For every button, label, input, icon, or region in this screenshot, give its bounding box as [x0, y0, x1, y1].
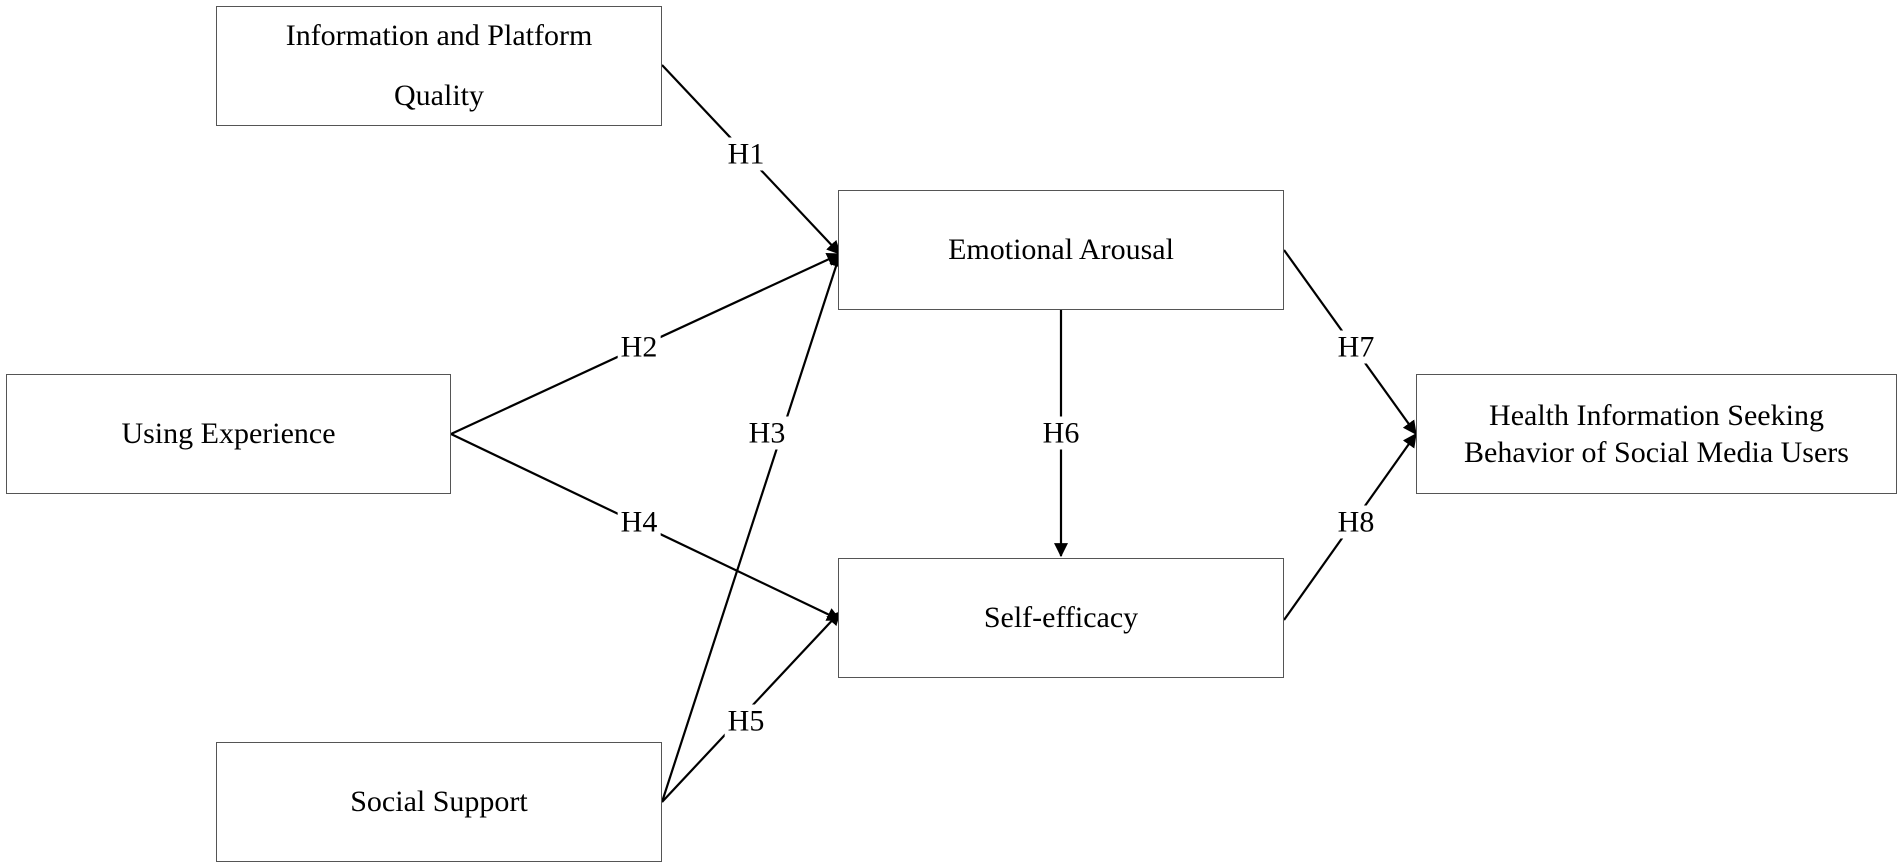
node-information-platform-quality: Information and Platform Quality — [216, 6, 662, 126]
edge-label-h5: H5 — [724, 704, 768, 738]
node-emotional-arousal: Emotional Arousal — [838, 190, 1284, 310]
edge-label-h6: H6 — [1039, 416, 1083, 450]
node-label-line: Social Support — [350, 785, 528, 819]
edge-label-h7: H7 — [1334, 330, 1378, 364]
node-label-line: Health Information Seeking — [1489, 398, 1824, 432]
node-label-line: Using Experience — [121, 417, 336, 451]
node-label-line: Emotional Arousal — [948, 233, 1174, 267]
arrow-h3 — [660, 252, 843, 803]
edge-label-h1: H1 — [724, 137, 768, 171]
node-using-experience: Using Experience — [6, 374, 451, 494]
edge-label-h2: H2 — [617, 330, 661, 364]
edge-label-h8: H8 — [1334, 505, 1378, 539]
node-label-line: Self-efficacy — [983, 601, 1139, 635]
node-social-support: Social Support — [216, 742, 662, 862]
node-label-line: Quality — [394, 79, 484, 112]
node-label-line: Information and Platform — [285, 19, 593, 52]
node-health-information-seeking-behavior: Health Information Seeking Behavior of S… — [1416, 374, 1897, 494]
edge-label-h4: H4 — [617, 505, 661, 539]
node-label-line: Behavior of Social Media Users — [1464, 436, 1849, 469]
node-self-efficacy: Self-efficacy — [838, 558, 1284, 678]
edge-label-h3: H3 — [745, 416, 789, 450]
